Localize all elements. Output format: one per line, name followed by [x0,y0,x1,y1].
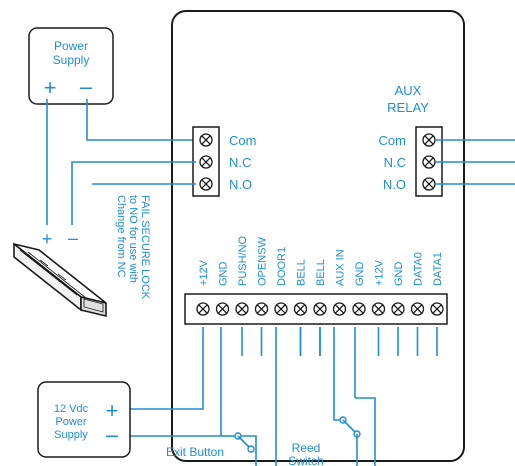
terminal-screw-11 [391,302,405,316]
terminal-screw-12 [410,302,425,316]
terminal-label-10: +12V [374,259,386,286]
controller-box [171,10,465,462]
reed-switch-icon [339,416,361,466]
terminal-screw-3 [235,302,249,316]
power-supply: Power Supply + – [28,27,114,105]
reed-switch-label-line1: Reed [292,441,321,455]
plus12v-to-supply-wire [128,327,204,410]
terminal-label-9: GND [354,262,366,287]
bottom-terminal-block [184,293,448,325]
bottom-terminal-strip: +12V GND PUSH/NO OPENSW DOOR1 BELL BELL AUX IN G… [184,235,448,356]
terminal-screw-10 [371,302,386,316]
fail-secure-note-line2: to NO for use with [127,195,139,283]
power-supply-plus: + [44,75,57,100]
aux-relay-output-wires [436,139,515,185]
main-relay-no-label: N.O [229,177,252,192]
supply-12vdc-minus: – [106,422,119,447]
fail-secure-note-line3: FAIL SECURE LOCK [139,195,151,300]
terminal-screw-1 [196,302,210,316]
exit-button-right-wire [240,435,257,466]
main-relay-screw-nc [199,155,213,169]
terminal-stub-bell [299,327,321,356]
aux-relay-screw-no [422,177,436,191]
aux-relay-title-line1: AUX [395,83,422,98]
main-relay-com-label: Com [229,133,256,148]
terminal-label-6: BELL [296,259,308,286]
magnetic-lock-icon [13,242,107,318]
power-supply-minus: – [80,74,93,99]
supply-12vdc-plus: + [106,398,119,423]
exit-button-label: Exit Button [166,445,224,459]
reed-switch-auxin-wire [333,327,340,421]
aux-relay: AUX RELAY Com N.C N.O [379,83,515,197]
aux-relay-title-line2: RELAY [387,100,429,115]
lock-plus: + [42,229,53,249]
terminal-screw-8 [332,302,347,316]
fail-secure-note: Change from NC to NO for use with FAIL S… [115,195,151,300]
terminal-label-7: BELL [315,259,327,286]
terminal-label-3: PUSH/NO [237,235,249,286]
aux-relay-com-label: Com [379,133,406,148]
main-relay-screw-no [199,177,213,191]
terminal-label-11: GND [393,262,405,287]
terminal-screw-2 [215,302,230,316]
power-supply-label-line2: Supply [53,53,90,67]
supply-12vdc-line2: Power [55,416,87,428]
supply-12vdc: 12 Vdc Power Supply + – [37,381,131,458]
reed-switch-gnd-wire [354,327,376,466]
terminal-screw-13 [430,302,444,316]
aux-relay-screw-nc [422,155,436,169]
main-relay-nc-label: N.C [229,155,251,170]
terminal-label-12: DATA0 [413,252,425,286]
exit-button-switch-icon [234,432,255,453]
fail-secure-note-line1: Change from NC [115,195,127,278]
power-supply-label-line1: Power [54,39,88,53]
terminal-screw-5 [274,302,288,316]
supply-12vdc-box [37,381,131,458]
supply-12vdc-line3: Supply [54,429,88,441]
main-relay-screw-com [199,133,213,147]
main-relay-terminals: Com N.C N.O [192,126,256,197]
terminal-label-2: GND [218,262,230,287]
terminal-label-13: DATA1 [432,252,444,286]
reed-switch-label-line2: Switch [288,454,323,466]
terminal-screw-4 [254,302,269,316]
nc-to-lock-wire [71,161,196,225]
power-supply-box [28,27,114,105]
psu-negative-to-com-wire [86,99,196,141]
lock-minus: – [68,228,78,248]
terminal-label-5: DOOR1 [276,247,288,286]
aux-relay-screw-com [422,133,436,147]
terminal-screw-6 [293,302,308,316]
terminal-label-1: +12V [198,259,210,286]
aux-relay-no-label: N.O [383,177,406,192]
terminal-label-4: OPENSW [257,236,269,286]
terminal-screw-7 [313,302,327,316]
aux-relay-nc-label: N.C [384,155,406,170]
terminal-label-8: AUX IN [335,249,347,286]
supply-12vdc-line1: 12 Vdc [54,403,89,415]
terminal-screw-9 [352,302,366,316]
